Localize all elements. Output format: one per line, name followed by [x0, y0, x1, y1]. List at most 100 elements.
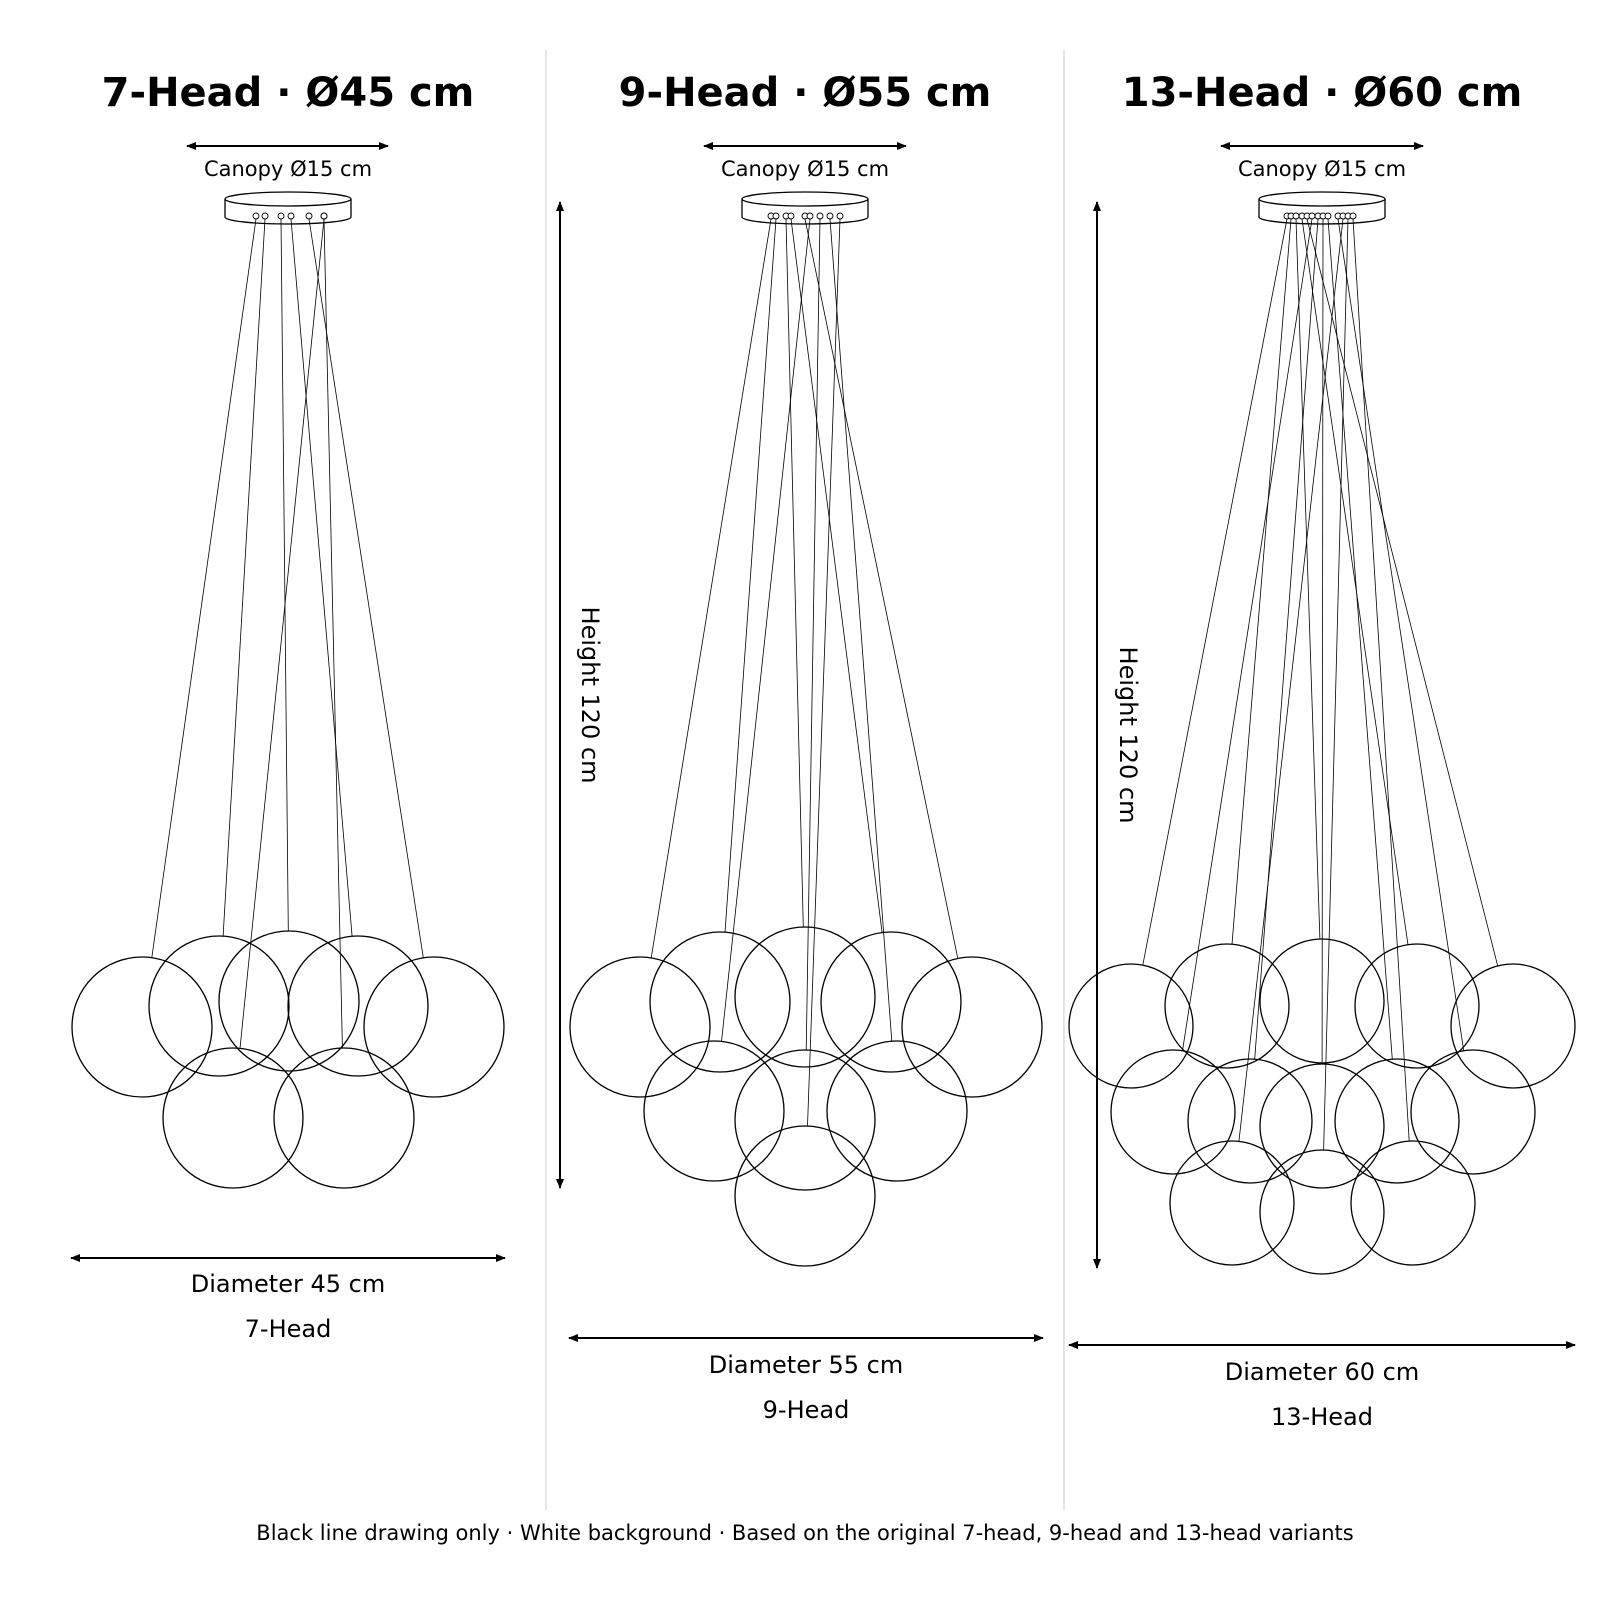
diameter-label: Diameter 60 cm [1225, 1358, 1419, 1386]
glass-globe [148, 935, 290, 1077]
panel-title: 7-Head · Ø45 cm [102, 70, 475, 116]
canopy-label: Canopy Ø15 cm [1238, 157, 1406, 181]
cable-grip [1308, 212, 1316, 220]
glass-globe [1110, 1049, 1236, 1175]
fixture-13-head [1068, 191, 1576, 1275]
glass-globe [1259, 1063, 1385, 1189]
suspension-cable [308, 218, 424, 958]
cable-grip [806, 212, 814, 220]
cable-grip [826, 212, 834, 220]
cable-grip [261, 212, 269, 220]
panel-9-head: 9-Head · Ø55 cm Canopy Ø15 cm Height 120… [556, 70, 1044, 1424]
glass-globe [734, 926, 876, 1068]
glass-globe [1259, 1149, 1385, 1275]
glass-globe [1187, 1058, 1313, 1184]
suspension-cable [1295, 218, 1321, 940]
height-label: Height 120 cm [1114, 647, 1142, 824]
glass-globe [162, 1047, 304, 1189]
glass-globe [273, 1047, 415, 1189]
canopy-label: Canopy Ø15 cm [721, 157, 889, 181]
cable-grip [1292, 212, 1300, 220]
diameter-label: Diameter 45 cm [191, 1270, 385, 1298]
suspension-cable [829, 218, 893, 1042]
suspension-cable [1323, 218, 1349, 1151]
cable-grip [1324, 212, 1332, 220]
glass-globe [1334, 1058, 1460, 1184]
suspension-cable [785, 218, 804, 928]
canopy-top [224, 191, 352, 207]
variant-label: 9-Head [763, 1396, 850, 1424]
suspension-cable [790, 218, 883, 933]
canopy-body [741, 199, 869, 225]
glass-globe [826, 1040, 968, 1182]
cable-grip [287, 212, 295, 220]
cable-grip [305, 212, 313, 220]
suspension-cable [721, 218, 811, 1042]
footer-note: Black line drawing only · White backgrou… [256, 1521, 1353, 1545]
suspension-cable [1352, 218, 1410, 1142]
suspension-cable [1254, 218, 1319, 1060]
suspension-cable [1306, 218, 1499, 966]
glass-globe [1164, 943, 1290, 1069]
glass-globe [734, 1125, 876, 1267]
panel-title: 13-Head · Ø60 cm [1122, 70, 1523, 116]
suspension-cable [239, 218, 325, 1049]
suspension-cable [1327, 218, 1393, 1060]
fixture-7-head [71, 191, 505, 1189]
suspension-cable [807, 218, 841, 1127]
panel-7-head: 7-Head · Ø45 cm Canopy Ø15 cm Diameter 4… [70, 70, 506, 1343]
suspension-cable [151, 218, 257, 958]
cable-grip [320, 212, 328, 220]
cable-grip [252, 212, 260, 220]
suspension-cable [650, 218, 772, 958]
cable-grip [816, 212, 824, 220]
suspension-cable [1182, 218, 1313, 1051]
cable-grip [277, 212, 285, 220]
glass-globe [287, 935, 429, 1077]
glass-globe [734, 1049, 876, 1191]
cable-grip [1349, 212, 1357, 220]
variant-label: 13-Head [1271, 1403, 1373, 1431]
canopy-body [1258, 199, 1386, 225]
glass-globe [71, 956, 213, 1098]
suspension-cable [724, 218, 777, 933]
diameter-label: Diameter 55 cm [709, 1351, 903, 1379]
glass-globe [1068, 963, 1194, 1089]
glass-globe [1350, 1140, 1476, 1266]
glass-globe [569, 956, 711, 1098]
canopy-body [224, 199, 352, 225]
canopy-top [1258, 191, 1386, 207]
suspension-cable [1321, 218, 1324, 1065]
glass-globe [901, 956, 1043, 1098]
cable-grip [787, 212, 795, 220]
glass-globe [643, 1040, 785, 1182]
fixture-9-head [569, 191, 1043, 1267]
suspension-cable [1337, 218, 1465, 1051]
suspension-cable [290, 218, 353, 937]
glass-globe [820, 931, 962, 1073]
suspension-cable [1301, 218, 1409, 945]
glass-globe [363, 956, 505, 1098]
suspension-cable [1238, 218, 1344, 1142]
glass-globe [1354, 943, 1480, 1069]
canopy-label: Canopy Ø15 cm [204, 157, 372, 181]
suspension-cable [1142, 218, 1288, 966]
canopy-top [741, 191, 869, 207]
glass-globe [218, 930, 360, 1072]
suspension-cable [805, 218, 821, 1051]
cable-grip [772, 212, 780, 220]
glass-globe [1410, 1049, 1536, 1175]
suspension-cable [222, 218, 266, 937]
suspension-cable [280, 218, 289, 932]
suspension-cable [804, 218, 959, 959]
suspension-cable [1231, 218, 1292, 945]
height-label: Height 120 cm [576, 607, 604, 784]
glass-globe [1450, 963, 1576, 1089]
glass-globe [1169, 1140, 1295, 1266]
panel-title: 9-Head · Ø55 cm [619, 70, 992, 116]
variant-label: 7-Head [245, 1315, 332, 1343]
cable-grip [836, 212, 844, 220]
glass-globe [649, 931, 791, 1073]
suspension-cable [323, 218, 343, 1049]
